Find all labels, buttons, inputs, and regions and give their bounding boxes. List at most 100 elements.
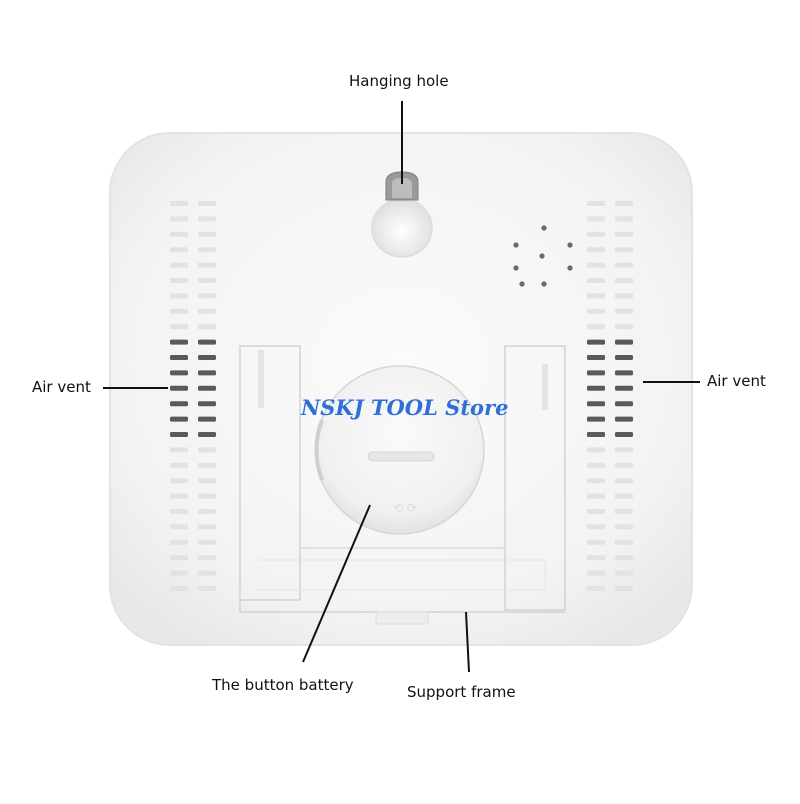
vent-slot: [587, 524, 605, 530]
vent-slot: [170, 262, 188, 268]
vent-slot: [587, 231, 605, 237]
air-vent-grille-left: [170, 201, 216, 591]
vent-slot: [615, 462, 633, 468]
speaker-hole: [513, 242, 519, 248]
vent-slot: [587, 278, 605, 283]
vent-slot: [170, 478, 188, 484]
vent-slot: [615, 555, 633, 561]
vent-slot: [170, 293, 188, 299]
vent-slot: [615, 293, 633, 299]
vent-slot: [587, 201, 605, 206]
vent-slot: [615, 493, 633, 499]
vent-slot: [587, 385, 605, 391]
vent-slot: [587, 308, 605, 314]
vent-slot: [615, 447, 633, 453]
vent-slot: [587, 447, 605, 453]
vent-slot: [170, 555, 188, 561]
vent-slot: [170, 539, 188, 545]
vent-slot: [615, 586, 633, 591]
vent-slot: [198, 416, 216, 422]
vent-slot: [198, 570, 216, 576]
vent-slot: [170, 201, 188, 206]
vent-slot: [198, 555, 216, 561]
vent-slot: [615, 432, 633, 437]
vent-slot: [170, 401, 188, 407]
vent-slot: [198, 231, 216, 237]
label-support-frame: Support frame: [407, 683, 516, 701]
vent-slot: [198, 462, 216, 468]
label-air-vent-right: Air vent: [707, 372, 766, 390]
vent-slot: [198, 262, 216, 268]
vent-slot: [587, 586, 605, 591]
battery-cover: ⟲ ⟳: [314, 365, 485, 535]
vent-slot: [587, 509, 605, 514]
hanging-hole: [371, 171, 433, 258]
store-watermark: NSKJ TOOL Store: [301, 395, 509, 420]
vent-slot: [587, 262, 605, 268]
vent-slot: [198, 308, 216, 314]
battery-cover-embossing: ⟲ ⟳: [393, 501, 417, 515]
vent-slot: [170, 339, 188, 345]
vent-slot: [170, 524, 188, 530]
vent-slot: [198, 509, 216, 514]
vent-slot: [587, 293, 605, 299]
vent-slot: [170, 278, 188, 283]
vent-slot: [615, 278, 633, 283]
speaker-hole: [567, 265, 573, 271]
vent-slot: [615, 201, 633, 206]
vent-slot: [198, 524, 216, 530]
speaker-hole: [541, 225, 547, 231]
vent-slot: [198, 385, 216, 391]
support-frame: [239, 345, 566, 625]
leader-lines: [103, 101, 700, 673]
vent-slot: [615, 385, 633, 391]
vent-slot: [587, 416, 605, 422]
battery-cover-slot: [367, 451, 435, 462]
vent-slot: [615, 247, 633, 253]
label-button-battery: The button battery: [212, 676, 354, 694]
vent-slot: [615, 416, 633, 422]
vent-slot: [198, 201, 216, 206]
speaker-hole: [519, 281, 525, 287]
vent-slot: [198, 278, 216, 283]
vent-slot: [615, 570, 633, 576]
vent-slot: [615, 478, 633, 484]
vent-slot: [587, 401, 605, 407]
vent-slot: [587, 247, 605, 253]
vent-slot: [170, 432, 188, 437]
vent-slot: [615, 216, 633, 222]
vent-slot: [170, 416, 188, 422]
vent-slot: [587, 216, 605, 222]
vent-slot: [198, 447, 216, 453]
vent-slot: [615, 324, 633, 330]
vent-slot: [170, 586, 188, 591]
vent-slot: [587, 355, 605, 360]
vent-slot: [198, 324, 216, 330]
vent-slot: [587, 432, 605, 437]
vent-slot: [170, 570, 188, 576]
vent-slot: [587, 570, 605, 576]
vent-slot: [587, 478, 605, 484]
vent-slot: [615, 509, 633, 514]
vent-slot: [615, 262, 633, 268]
vent-slot: [615, 308, 633, 314]
vent-slot: [170, 231, 188, 237]
vent-slot: [198, 339, 216, 345]
vent-slot: [170, 493, 188, 499]
vent-slot: [198, 216, 216, 222]
vent-slot: [587, 539, 605, 545]
vent-slot: [587, 370, 605, 376]
speaker-hole: [513, 265, 519, 271]
vent-slot: [170, 308, 188, 314]
vent-slot: [170, 447, 188, 453]
speaker-hole: [539, 253, 545, 259]
vent-slot: [615, 401, 633, 407]
speaker-holes: [513, 225, 573, 287]
vent-slot: [587, 324, 605, 330]
vent-slot: [198, 432, 216, 437]
vent-slot: [587, 493, 605, 499]
vent-slot: [615, 339, 633, 345]
vent-slot: [615, 524, 633, 530]
label-air-vent-left: Air vent: [32, 378, 91, 396]
vent-slot: [170, 509, 188, 514]
